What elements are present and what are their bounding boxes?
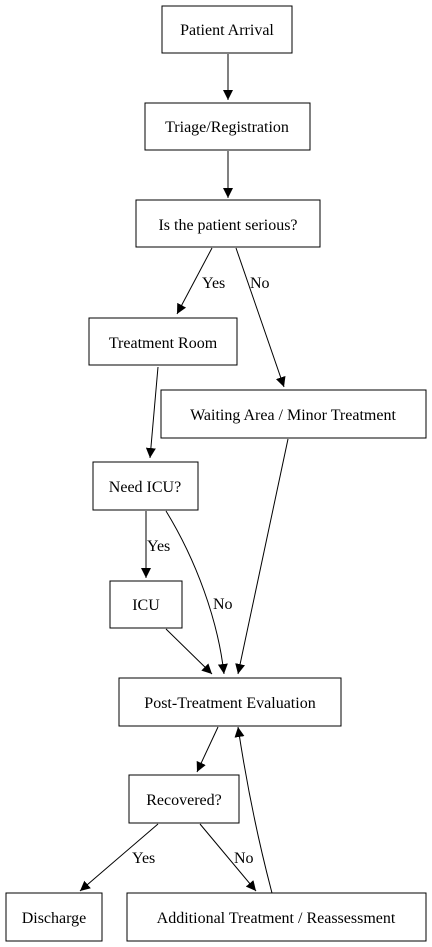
edge-serious-to-treatment-room: [176, 247, 213, 315]
node-discharge-label: Discharge: [22, 910, 87, 927]
node-need-icu-label: Need ICU?: [109, 479, 181, 496]
edge-label-icu-yes: Yes: [147, 538, 170, 555]
node-additional-treatment-label: Additional Treatment / Reassessment: [157, 910, 396, 927]
edge-labels: Yes No Yes No Yes No: [132, 275, 270, 867]
node-waiting-area-label: Waiting Area / Minor Treatment: [190, 407, 396, 424]
node-icu: ICU: [109, 580, 183, 629]
edge-recovered-to-additional: [199, 823, 257, 892]
node-additional-treatment: Additional Treatment / Reassessment: [126, 892, 427, 942]
node-need-icu-decision: Need ICU?: [92, 461, 199, 511]
edges: [79, 54, 289, 894]
nodes: Patient Arrival Triage/Registration Is t…: [5, 5, 427, 942]
node-treatment-room-label: Treatment Room: [109, 335, 218, 352]
node-triage-registration: Triage/Registration: [144, 102, 311, 151]
node-post-treatment-evaluation: Post-Treatment Evaluation: [118, 677, 342, 727]
edge-serious-to-waiting-area: [235, 247, 286, 388]
edge-treatment-room-to-need-icu: [145, 366, 159, 459]
edge-recovered-to-discharge: [79, 823, 159, 892]
node-recovered-decision: Recovered?: [128, 774, 240, 824]
node-patient-arrival: Patient Arrival: [161, 5, 293, 54]
edge-label-serious-no: No: [250, 275, 270, 292]
node-treatment-room: Treatment Room: [88, 317, 238, 366]
edge-additional-to-post-eval: [234, 726, 273, 894]
node-waiting-area: Waiting Area / Minor Treatment: [160, 389, 427, 439]
node-is-serious-decision: Is the patient serious?: [135, 199, 321, 248]
node-is-serious-label: Is the patient serious?: [158, 217, 297, 234]
edge-label-recovered-no: No: [234, 850, 254, 867]
edge-post-eval-to-recovered: [196, 726, 219, 773]
edge-label-icu-no: No: [213, 596, 233, 613]
edge-label-serious-yes: Yes: [202, 275, 225, 292]
node-icu-label: ICU: [132, 597, 160, 614]
edge-icu-to-post-eval: [165, 628, 213, 675]
node-recovered-label: Recovered?: [146, 792, 222, 809]
edge-label-recovered-yes: Yes: [132, 850, 155, 867]
node-patient-arrival-label: Patient Arrival: [180, 22, 274, 39]
node-triage-registration-label: Triage/Registration: [165, 119, 289, 136]
node-post-treatment-evaluation-label: Post-Treatment Evaluation: [144, 695, 315, 712]
edge-need-icu-to-post-eval: [165, 510, 228, 675]
edge-waiting-area-to-post-eval: [235, 438, 289, 675]
node-discharge: Discharge: [5, 892, 103, 942]
